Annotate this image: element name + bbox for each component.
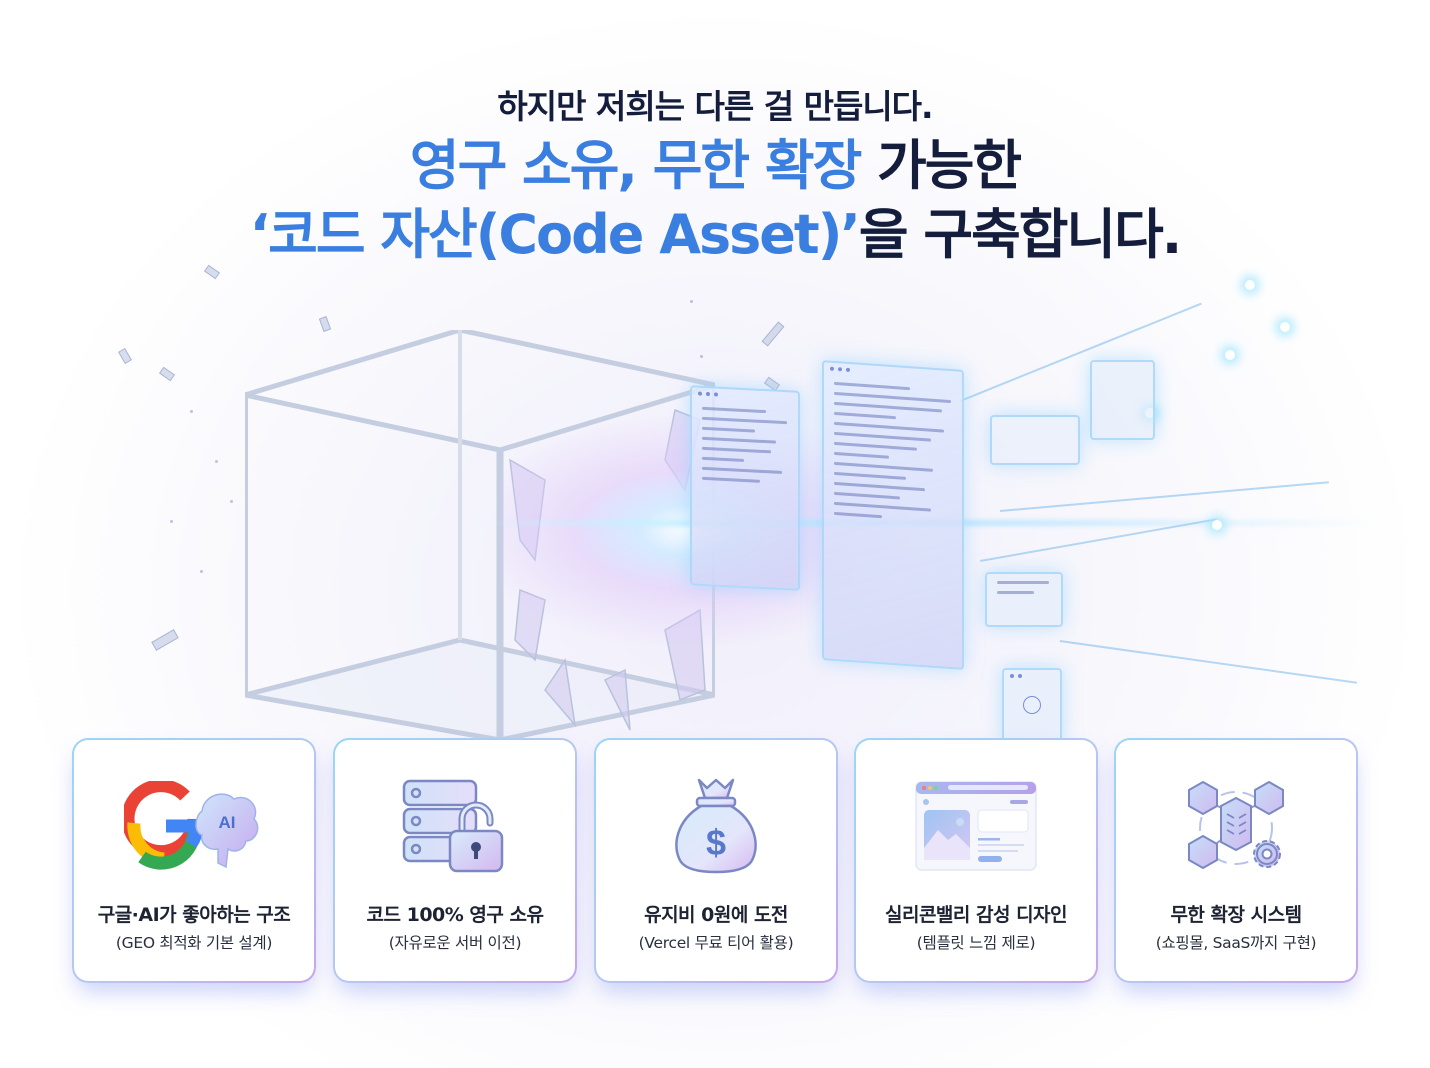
particle [690,300,693,303]
headline-rest-1: 가능한 [860,134,1022,197]
card-title: 유지비 0원에 도전 [644,904,788,926]
money-bag-icon: $ [646,776,786,876]
particle [700,355,703,358]
network-expansion-icon [1166,776,1306,876]
server-unlock-icon [385,776,525,876]
particle [190,410,193,413]
particle [230,500,233,503]
card-subtitle: (자유로운 서버 이전) [388,934,522,952]
svg-text:$: $ [706,822,726,863]
card-subtitle: (쇼핑몰, SaaS까지 구현) [1155,934,1317,952]
card-subtitle: (GEO 최적화 기본 설계) [115,934,273,952]
glass-shard [761,321,785,347]
glass-shard [158,366,176,382]
card-title: 무한 확장 시스템 [1170,904,1302,926]
feature-card-expansion: 무한 확장 시스템 (쇼핑몰, SaaS까지 구현) [1114,738,1358,983]
globe-icon [1023,696,1041,714]
network-line [1059,640,1358,684]
svg-text:AI: AI [219,813,236,832]
network-line [960,302,1202,402]
card-title: 코드 100% 영구 소유 [366,904,544,926]
card-subtitle: (템플릿 느낌 제로) [916,934,1036,952]
glass-shard [151,629,179,651]
headline-rest-2: 을 구축합니다. [858,203,1182,266]
code-panel [690,385,800,591]
text-card-panel [985,572,1063,627]
network-node [1212,520,1222,530]
web-design-icon [906,776,1046,876]
kicker-text: 하지만 저희는 다른 걸 만듭니다. [497,87,933,126]
network-node [1245,280,1255,290]
feature-card-geo: AI 구글·AI가 좋아하는 구조 (GEO 최적화 기본 설계) [72,738,316,983]
hero-illustration [0,260,1430,750]
headline-line-2: ‘코드 자산(Code Asset)’을 구축합니다. [0,208,1430,262]
feature-cards: AI 구글·AI가 좋아하는 구조 (GEO 최적화 기본 설계) [72,738,1358,983]
network-node [1280,322,1290,332]
headline-highlight-1: 영구 소유, 무한 확장 [409,134,862,197]
card-title: 구글·AI가 좋아하는 구조 [97,904,291,926]
particle [215,460,218,463]
feature-card-cost: $ 유지비 0원에 도전 (Vercel 무료 티어 활용) [594,738,838,983]
particle [170,520,173,523]
glass-shard [118,347,132,365]
globe-panel [1002,668,1062,743]
card-subtitle: (Vercel 무료 티어 활용) [638,934,794,952]
hologram-panel [990,415,1080,465]
card-title: 실리콘밸리 감성 디자인 [884,904,1068,926]
network-node [1225,350,1235,360]
code-panel-main [822,360,964,670]
feature-card-design: 실리콘밸리 감성 디자인 (템플릿 느낌 제로) [854,738,1098,983]
headline-line-1: 영구 소유, 무한 확장 가능한 [0,139,1430,193]
glass-shard [203,264,221,280]
particle [200,570,203,573]
cube-diagram-panel [1090,360,1155,440]
feature-card-ownership: 코드 100% 영구 소유 (자유로운 서버 이전) [333,738,577,983]
headline-highlight-2: ‘코드 자산(Code Asset)’ [249,203,861,266]
google-ai-brain-icon: AI [124,776,264,876]
network-line [1000,481,1329,512]
